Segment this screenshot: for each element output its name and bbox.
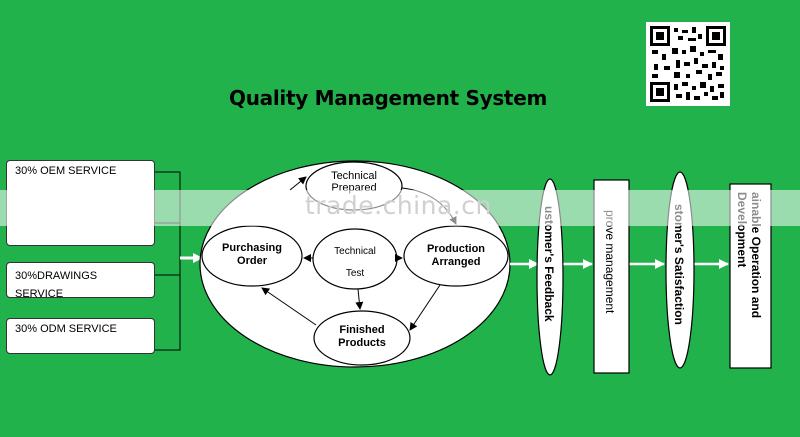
node-finished-products xyxy=(313,310,411,366)
node-production-arranged xyxy=(403,225,509,287)
service-odm-label: 30% ODM SERVICE xyxy=(15,323,117,335)
label-improve-management: prove management xyxy=(603,210,617,314)
service-drawings-label: 30%DRAWINGS SERVICE xyxy=(15,270,98,300)
node-purchasing-order xyxy=(201,225,303,287)
watermark-band xyxy=(0,190,800,226)
label-technical-test: Technical Test xyxy=(334,246,376,279)
arrow-finished-to-purchasing xyxy=(261,287,317,326)
arrow-purchasing-to-prepared xyxy=(289,176,307,191)
service-oem-label: 30% OEM SERVICE xyxy=(15,165,117,177)
watermark-text: trade.china.cn xyxy=(305,191,492,220)
label-purchasing-order: Purchasing Order xyxy=(222,242,282,267)
service-odm: 30% ODM SERVICE xyxy=(6,318,155,354)
label-customer-satisfaction: stomer's Satisfaction xyxy=(672,204,686,325)
label-customer-feedback: ustomer's Feedback xyxy=(542,206,556,322)
arrow-test-to-finished xyxy=(355,288,364,310)
stage-customer-feedback xyxy=(536,178,564,376)
arrow-production-to-finished xyxy=(409,284,441,331)
label-production-arranged: Production Arranged xyxy=(426,243,486,268)
page-title: Quality Management System xyxy=(229,86,547,110)
label-finished-products: Finished Products xyxy=(338,324,386,349)
qr-code xyxy=(646,22,730,106)
service-drawings: 30%DRAWINGS SERVICE xyxy=(6,262,155,300)
